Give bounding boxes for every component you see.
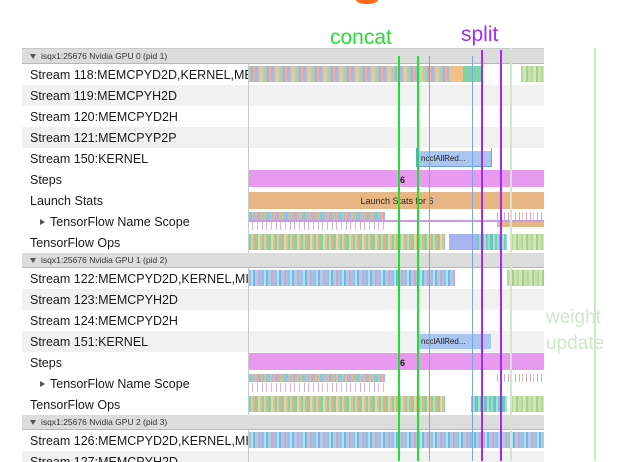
track-label: Stream 127:MEMCPYH2D bbox=[30, 454, 178, 462]
event-strip[interactable] bbox=[249, 374, 385, 382]
steps-row[interactable]: Steps 6 bbox=[22, 169, 544, 190]
track-lane[interactable] bbox=[248, 211, 544, 232]
split-highlight-box bbox=[481, 50, 502, 461]
name-scope-row[interactable]: TensorFlow Name Scope bbox=[22, 373, 544, 394]
track-label: Stream 150:KERNEL bbox=[30, 151, 149, 166]
track-row[interactable]: Stream 126:MEMCPYD2D,KERNEL,MI bbox=[22, 430, 544, 451]
track-lane[interactable] bbox=[248, 232, 544, 253]
event-strip[interactable] bbox=[249, 234, 445, 250]
group-header-gpu0[interactable]: isqx1:25676 Nvidia GPU 0 (pid 1) bbox=[22, 49, 544, 64]
track-lane[interactable] bbox=[248, 310, 544, 331]
track-label: TensorFlow Name Scope bbox=[22, 373, 248, 394]
track-label: TensorFlow Name Scope bbox=[22, 211, 248, 232]
chevron-down-icon[interactable] bbox=[30, 419, 36, 425]
event-strip[interactable] bbox=[449, 66, 463, 82]
track-row[interactable]: Stream 120:MEMCPYD2H bbox=[22, 106, 544, 127]
track-lane[interactable] bbox=[248, 373, 544, 394]
track-label: Stream 119:MEMCPYH2D bbox=[30, 88, 178, 103]
nccl-event-box[interactable] bbox=[416, 148, 492, 167]
track-row[interactable]: Stream 123:MEMCPYH2D bbox=[22, 289, 544, 310]
track-row[interactable]: Stream 118:MEMCPYD2D,KERNEL,ME bbox=[22, 64, 544, 85]
track-lane[interactable]: 6 bbox=[248, 169, 544, 190]
name-scope-label: TensorFlow Name Scope bbox=[50, 214, 190, 229]
annotation-concat: concat bbox=[330, 26, 392, 49]
step-number: 6 bbox=[400, 357, 406, 368]
group-header-gpu2[interactable]: isqx1:25676 Nvidia GPU 2 (pid 3) bbox=[22, 415, 544, 430]
ops-row[interactable]: TensorFlow Ops bbox=[22, 394, 544, 415]
group-header-gpu1[interactable]: isqx1:25676 Nvidia GPU 1 (pid 2) bbox=[22, 253, 544, 268]
track-label: TensorFlow Ops bbox=[30, 235, 121, 250]
track-row[interactable]: Stream 127:MEMCPYH2D bbox=[22, 451, 544, 462]
track-lane[interactable] bbox=[248, 430, 544, 451]
track-lane[interactable] bbox=[248, 451, 544, 462]
event-strip[interactable] bbox=[497, 212, 544, 220]
chevron-down-icon[interactable] bbox=[30, 53, 36, 59]
group-title: isqx1:25676 Nvidia GPU 0 (pid 1) bbox=[41, 51, 168, 61]
weight-update-guide-left bbox=[510, 48, 512, 461]
track-label: Stream 118:MEMCPYD2D,KERNEL,ME bbox=[30, 67, 248, 82]
nccl-guide-right bbox=[472, 56, 473, 461]
event-strip[interactable] bbox=[249, 66, 449, 82]
event-strip[interactable] bbox=[249, 221, 385, 230]
chevron-right-icon[interactable] bbox=[40, 218, 45, 225]
track-label: Stream 151:KERNEL bbox=[30, 334, 149, 349]
event-strip[interactable] bbox=[449, 234, 479, 250]
event-strip[interactable] bbox=[511, 396, 544, 412]
track-label: Stream 124:MEMCPYD2H bbox=[30, 313, 178, 328]
steps-row[interactable]: Steps 6 bbox=[22, 352, 544, 373]
step-band[interactable] bbox=[249, 170, 544, 187]
annotation-split: split bbox=[461, 23, 499, 46]
name-scope-row[interactable]: TensorFlow Name Scope bbox=[22, 211, 544, 232]
event-strip[interactable] bbox=[249, 383, 385, 392]
trace-viewer-panel[interactable]: isqx1:25676 Nvidia GPU 0 (pid 1) Stream … bbox=[22, 48, 544, 462]
track-lane[interactable] bbox=[248, 127, 544, 148]
event-strip[interactable] bbox=[497, 374, 544, 382]
concat-highlight-box bbox=[398, 56, 419, 461]
chevron-right-icon[interactable] bbox=[40, 380, 45, 387]
event-strip[interactable] bbox=[471, 396, 507, 412]
track-row[interactable]: Stream 121:MEMCPYP2P bbox=[22, 127, 544, 148]
track-lane[interactable]: 6 bbox=[248, 352, 544, 373]
event-strip[interactable] bbox=[249, 212, 385, 220]
ops-row[interactable]: TensorFlow Ops bbox=[22, 232, 544, 253]
track-label: Steps bbox=[30, 172, 62, 187]
track-label: Stream 123:MEMCPYH2D bbox=[30, 292, 178, 307]
event-strip[interactable] bbox=[511, 234, 544, 250]
group-title: isqx1:25676 Nvidia GPU 2 (pid 3) bbox=[41, 417, 168, 427]
event-strip[interactable] bbox=[497, 222, 544, 227]
event-strip[interactable] bbox=[521, 66, 544, 82]
track-lane[interactable] bbox=[248, 85, 544, 106]
event-strip[interactable] bbox=[249, 432, 544, 448]
track-label: Steps bbox=[30, 355, 62, 370]
weight-update-guide-right bbox=[594, 48, 596, 461]
track-label: TensorFlow Ops bbox=[30, 397, 121, 412]
track-lane[interactable] bbox=[248, 268, 544, 289]
event-strip[interactable] bbox=[249, 270, 455, 286]
track-label: Stream 121:MEMCPYP2P bbox=[30, 130, 177, 145]
scope-separator bbox=[249, 220, 544, 222]
track-label: Stream 120:MEMCPYD2H bbox=[30, 109, 178, 124]
track-lane[interactable] bbox=[248, 394, 544, 415]
track-label: Stream 122:MEMCPYD2D,KERNEL,MI bbox=[30, 271, 248, 286]
track-label: Stream 126:MEMCPYD2D,KERNEL,MI bbox=[30, 433, 248, 448]
event-strip[interactable] bbox=[477, 234, 507, 250]
event-strip[interactable] bbox=[507, 270, 544, 286]
track-row[interactable]: Stream 150:KERNEL ncclAllRed... bbox=[22, 148, 544, 169]
track-row[interactable]: Stream 124:MEMCPYD2H bbox=[22, 310, 544, 331]
launch-stats-row[interactable]: Launch Stats Launch Stats for 6 bbox=[22, 190, 544, 211]
step-number: 6 bbox=[400, 174, 406, 185]
track-lane[interactable] bbox=[248, 106, 544, 127]
group-title: isqx1:25676 Nvidia GPU 1 (pid 2) bbox=[41, 255, 168, 265]
orange-marker-nub bbox=[356, 0, 378, 4]
event-strip[interactable] bbox=[249, 396, 445, 412]
chevron-down-icon[interactable] bbox=[30, 257, 36, 263]
name-scope-label: TensorFlow Name Scope bbox=[50, 376, 190, 391]
nccl-guide-left bbox=[429, 56, 430, 461]
track-row[interactable]: Stream 119:MEMCPYH2D bbox=[22, 85, 544, 106]
track-row[interactable]: Stream 151:KERNEL ncclAllRed... bbox=[22, 331, 544, 352]
track-label: Launch Stats bbox=[30, 193, 103, 208]
track-row[interactable]: Stream 122:MEMCPYD2D,KERNEL,MI bbox=[22, 268, 544, 289]
step-band[interactable] bbox=[249, 353, 544, 370]
track-lane[interactable] bbox=[248, 289, 544, 310]
